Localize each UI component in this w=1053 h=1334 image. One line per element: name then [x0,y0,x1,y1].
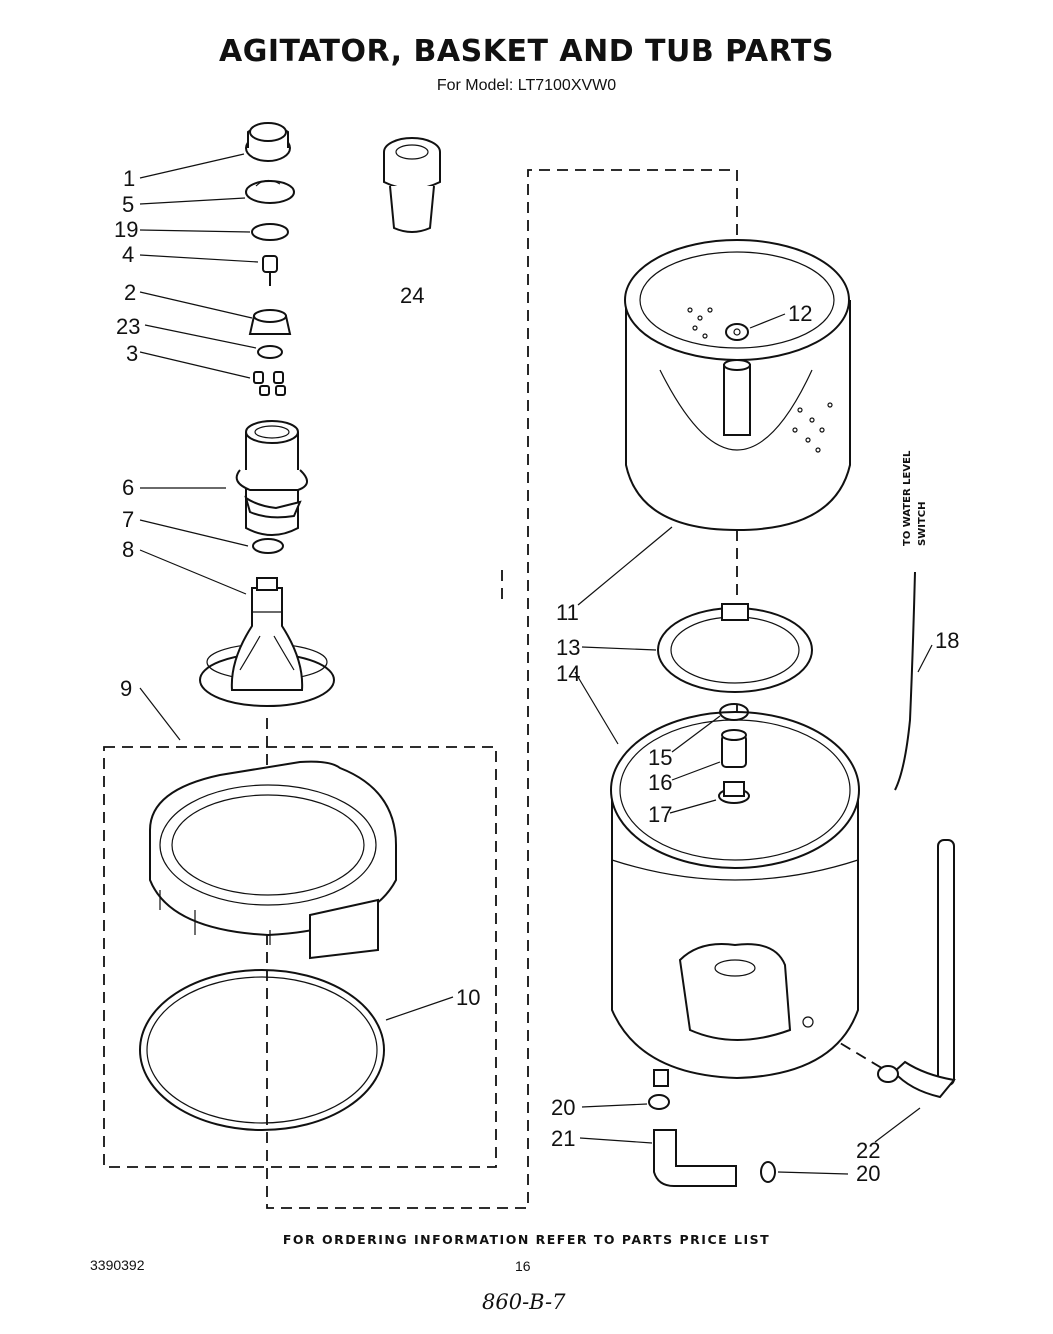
callout-4: 4 [122,242,134,267]
page-title: AGITATOR, BASKET AND TUB PARTS [219,34,834,69]
gasket-part-10 [139,969,385,1131]
callout-10: 10 [456,985,480,1010]
dogs-part-3 [253,371,286,396]
hose-part-21 [653,1129,737,1187]
pressure-tube-part-18 [894,571,916,791]
handwritten-note: 860-B-7 [482,1290,566,1314]
bearing-part-16 [721,729,747,768]
spout-connector [809,1024,886,1071]
water-level-label-line2: SWITCH [917,502,928,546]
callout-8: 8 [122,537,134,562]
leader-arrows [139,153,933,1175]
tub-ring-part-9 [149,760,397,960]
callout-17: 17 [648,802,672,827]
clamp-part-20-upper [648,1094,670,1110]
callout-9: 9 [120,676,132,701]
callout-2: 2 [124,280,136,305]
callout-20-upper: 20 [551,1095,575,1120]
clamp-part-20-lower [760,1161,776,1183]
page-number: 16 [515,1258,531,1274]
drain-hose-part-22 [877,839,956,1099]
ring-part-15 [719,703,749,721]
callout-5: 5 [122,192,134,217]
agitator-base-part-8 [199,577,335,707]
wash-basket-part-11 [624,239,851,532]
callout-20-lower: 20 [856,1161,880,1186]
seal-part-17 [718,781,750,804]
callout-11: 11 [556,600,579,625]
seal-part-7 [252,538,284,554]
kit-9-dashed-box [103,746,497,1168]
callout-18: 18 [935,628,959,653]
water-level-label-line1: TO WATER LEVEL [902,450,913,546]
cap-part-5 [245,179,295,204]
callout-1: 1 [123,166,135,191]
model-subtitle: For Model: LT7100XVW0 [436,77,617,94]
bolt-part-4 [262,255,278,286]
callout-13: 13 [556,635,580,660]
callout-12: 12 [788,301,812,326]
callout-22: 22 [856,1138,880,1163]
callout-23: 23 [116,314,140,339]
callout-19: 19 [114,217,138,242]
ring-part-19 [251,223,289,241]
callout-6: 6 [122,475,134,500]
agitator-cap-part [245,122,291,162]
drive-ring-part-13 [657,603,813,693]
ordering-info-note: FOR ORDERING INFORMATION REFER TO PARTS … [282,1232,771,1247]
callout-14: 14 [556,661,580,686]
agitator-barrel-part-6 [235,420,308,536]
callout-7: 7 [122,507,134,532]
callout-15: 15 [648,745,672,770]
washer-part-23 [257,345,283,359]
assembly-connector-line [266,169,738,1209]
callout-16: 16 [648,770,672,795]
dispenser-part-24 [383,137,441,233]
callout-24: 24 [400,283,424,308]
callout-3: 3 [126,341,138,366]
callout-21: 21 [551,1126,575,1151]
dog-hub-part-2 [248,309,292,335]
nut-part-12 [725,323,749,341]
document-number: 3390392 [90,1257,145,1273]
